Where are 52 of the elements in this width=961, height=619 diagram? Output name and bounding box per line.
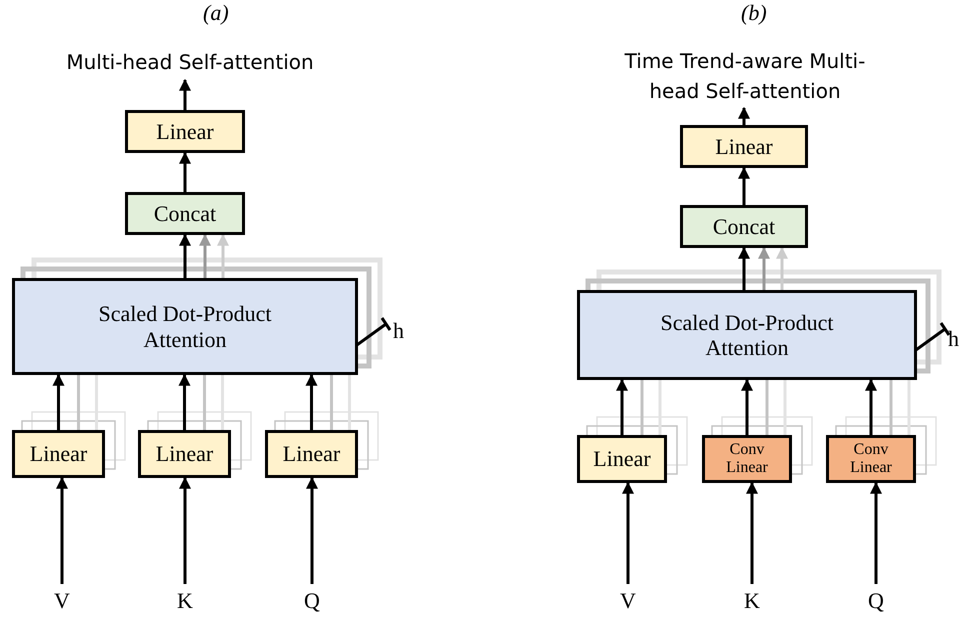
arrow [179,234,191,278]
attention-box: Scaled Dot-Product Attention [12,278,358,375]
connector-line [766,380,768,435]
panel-label: (a) [203,0,229,26]
connector-line [890,380,892,435]
arrow [306,374,318,430]
arrow [217,234,229,278]
heading-text: Multi-head Self-attention [20,44,360,80]
arrow [179,152,191,192]
heading-text: Time Trend-aware Multi-head Self-attention [600,44,890,108]
arrow [870,482,882,584]
repeat-count: h [393,318,404,344]
arrow [746,482,758,584]
arrow [865,378,877,435]
linear-box: Linear [265,430,358,478]
connector-line [77,375,80,430]
arrow [199,234,211,278]
input-label: K [737,584,767,616]
linear-box: Linear [138,430,231,478]
panel-label: (b) [741,0,767,26]
input-label: Q [297,584,327,616]
conv-linear-box: Conv Linear [702,435,792,483]
arrow [741,378,753,435]
linear-box: Linear [577,435,667,483]
arrow [738,166,750,205]
linear-box: Linear [125,110,245,153]
connector-line [640,380,644,435]
arrow [738,246,750,290]
arrow [776,246,788,290]
conv-linear-box: Conv Linear [826,435,916,483]
arrow [616,378,628,435]
connector-line [203,375,206,430]
input-label: K [170,584,200,616]
linear-box: Linear [12,430,105,478]
attention-box: Scaled Dot-Product Attention [577,290,917,380]
arrow [758,246,770,290]
arrow [622,482,634,584]
repeat-count: h [948,326,959,352]
arrow [178,374,190,430]
linear-box: Linear [680,125,808,168]
concat-box: Concat [125,192,245,235]
concat-box: Concat [680,205,808,248]
arrow [738,106,750,125]
input-label: V [613,584,643,616]
arrow [56,476,68,584]
arrow [179,476,191,584]
arrow [52,374,64,430]
input-label: V [47,584,77,616]
connector-line [330,375,333,430]
arrow [306,476,318,584]
arrow [179,78,191,110]
input-label: Q [861,584,891,616]
